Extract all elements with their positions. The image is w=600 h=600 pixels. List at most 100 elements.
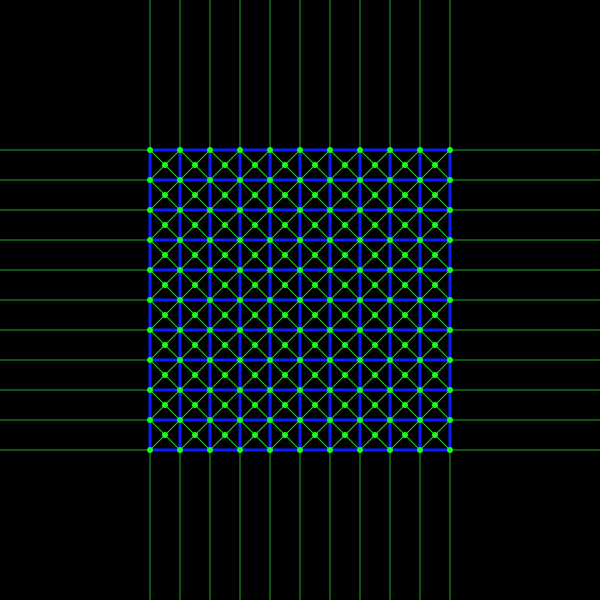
- cell-center-node: [192, 342, 198, 348]
- cell-center-node: [192, 222, 198, 228]
- grid-node: [177, 357, 183, 363]
- cell-center-node: [342, 312, 348, 318]
- grid-node: [147, 357, 153, 363]
- grid-node: [327, 387, 333, 393]
- grid-node: [267, 447, 273, 453]
- grid-node: [327, 357, 333, 363]
- grid-node: [267, 327, 273, 333]
- cell-center-node: [372, 192, 378, 198]
- cell-center-node: [252, 402, 258, 408]
- grid-node: [147, 237, 153, 243]
- grid-node: [177, 387, 183, 393]
- grid-node: [357, 417, 363, 423]
- grid-node: [147, 447, 153, 453]
- cell-center-node: [402, 282, 408, 288]
- cell-center-node: [372, 372, 378, 378]
- cell-center-node: [252, 312, 258, 318]
- grid-node: [297, 237, 303, 243]
- grid-node: [237, 387, 243, 393]
- grid-node: [147, 147, 153, 153]
- grid-node: [267, 237, 273, 243]
- grid-node: [387, 267, 393, 273]
- cell-center-node: [342, 282, 348, 288]
- grid-node: [267, 147, 273, 153]
- cell-center-node: [282, 402, 288, 408]
- cell-center-node: [252, 342, 258, 348]
- grid-node: [417, 177, 423, 183]
- cell-center-node: [192, 312, 198, 318]
- cell-center-node: [252, 432, 258, 438]
- grid-node: [177, 177, 183, 183]
- grid-node: [297, 297, 303, 303]
- grid-node: [297, 327, 303, 333]
- grid-node: [177, 327, 183, 333]
- grid-node: [387, 447, 393, 453]
- cell-center-node: [372, 402, 378, 408]
- cell-center-node: [432, 372, 438, 378]
- cell-center-node: [222, 372, 228, 378]
- grid-node: [297, 267, 303, 273]
- grid-node: [417, 387, 423, 393]
- cell-center-node: [192, 432, 198, 438]
- cell-center-node: [222, 162, 228, 168]
- cell-center-node: [402, 222, 408, 228]
- cell-center-node: [312, 312, 318, 318]
- cell-center-node: [372, 432, 378, 438]
- grid-node: [387, 177, 393, 183]
- cell-center-node: [222, 252, 228, 258]
- cell-center-node: [312, 222, 318, 228]
- grid-node: [207, 417, 213, 423]
- grid-node: [327, 237, 333, 243]
- grid-node: [147, 297, 153, 303]
- cell-center-node: [162, 192, 168, 198]
- grid-node: [447, 147, 453, 153]
- grid-node: [207, 177, 213, 183]
- grid-node: [237, 147, 243, 153]
- grid-node: [357, 297, 363, 303]
- grid-node: [357, 147, 363, 153]
- grid-node: [417, 267, 423, 273]
- cell-center-node: [252, 192, 258, 198]
- grid-node: [327, 447, 333, 453]
- grid-node: [297, 207, 303, 213]
- cell-center-node: [372, 252, 378, 258]
- grid-node: [387, 207, 393, 213]
- cell-center-node: [162, 162, 168, 168]
- grid-node: [267, 387, 273, 393]
- grid-node: [327, 417, 333, 423]
- cell-center-node: [222, 402, 228, 408]
- cell-center-node: [312, 432, 318, 438]
- grid-node: [207, 207, 213, 213]
- cell-center-node: [162, 342, 168, 348]
- grid-node: [177, 447, 183, 453]
- cell-center-node: [282, 312, 288, 318]
- cell-center-node: [342, 402, 348, 408]
- cell-center-node: [162, 432, 168, 438]
- cell-center-node: [432, 432, 438, 438]
- cell-center-node: [222, 282, 228, 288]
- cell-center-node: [342, 372, 348, 378]
- grid-node: [177, 237, 183, 243]
- grid-node: [447, 387, 453, 393]
- grid-node: [237, 267, 243, 273]
- cell-center-node: [342, 222, 348, 228]
- grid-node: [447, 327, 453, 333]
- grid-node: [207, 387, 213, 393]
- cell-center-node: [402, 342, 408, 348]
- grid-node: [327, 327, 333, 333]
- cell-center-node: [162, 312, 168, 318]
- cell-center-node: [342, 432, 348, 438]
- grid-node: [417, 417, 423, 423]
- grid-node: [357, 237, 363, 243]
- cell-center-node: [312, 192, 318, 198]
- grid-node: [147, 207, 153, 213]
- cell-center-node: [222, 192, 228, 198]
- cell-center-node: [162, 252, 168, 258]
- grid-node: [357, 357, 363, 363]
- grid-node: [357, 447, 363, 453]
- grid-node: [357, 177, 363, 183]
- cell-center-node: [402, 162, 408, 168]
- grid-node: [387, 387, 393, 393]
- grid-node: [207, 237, 213, 243]
- cell-center-node: [252, 222, 258, 228]
